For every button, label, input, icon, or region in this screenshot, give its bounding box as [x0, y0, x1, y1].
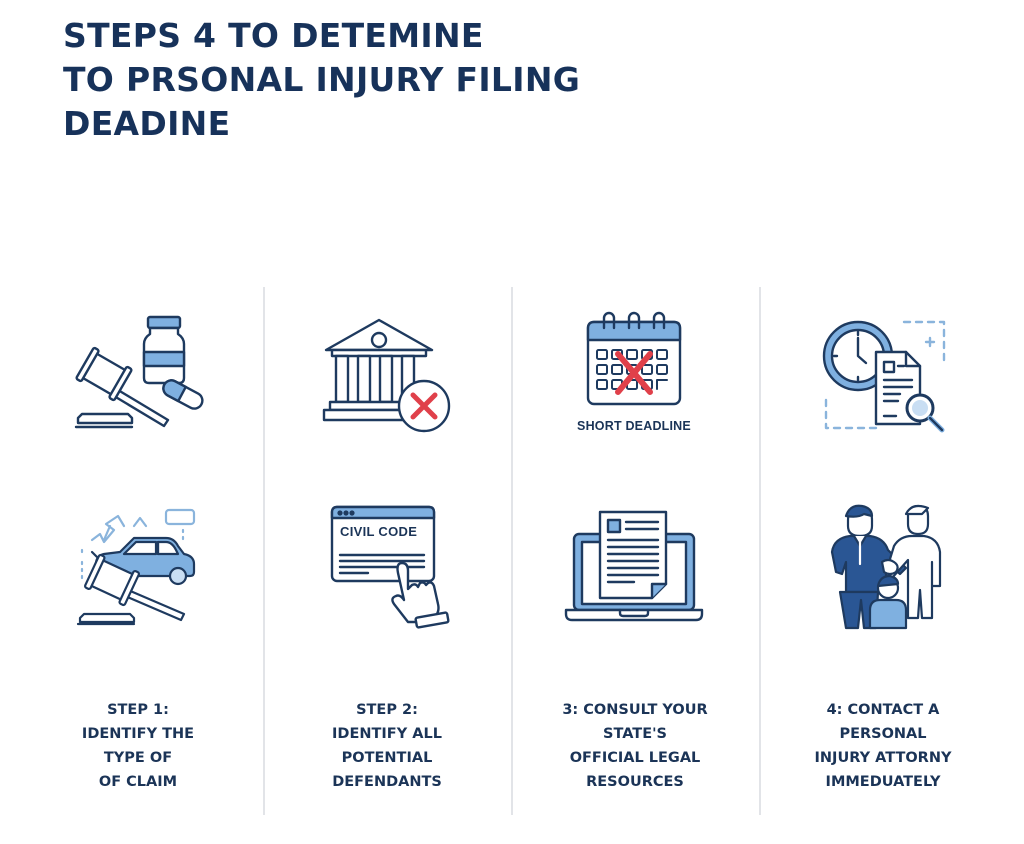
column-divider-2: [511, 287, 513, 815]
column-divider-1: [263, 287, 265, 815]
title-line-3: DEADINE: [63, 104, 231, 143]
step-1-label: STEP 1: IDENTIFY THE TYPE OF OF CLAIM: [81, 702, 195, 790]
civil-code-browser-click-icon: CIVIL CODE: [328, 503, 458, 633]
civil-code-text: CIVIL CODE: [340, 524, 418, 539]
gavel-medicine-bottle-icon: [70, 312, 210, 437]
attorney-handshake-client-icon: [824, 502, 948, 630]
step-4-label: 4: CONTACT A PERSONAL INJURY ATTORNY IMM…: [814, 702, 952, 790]
short-deadline-caption: SHORT DEADLINE: [577, 419, 691, 433]
courthouse-rejected-icon: [322, 316, 456, 436]
calendar-crossed-icon: [584, 311, 684, 408]
column-divider-3: [759, 287, 761, 815]
title-line-1: STEPS 4 TO DETEMINE: [63, 16, 484, 55]
step-3-label: 3: CONSULT YOUR STATE'S OFFICIAL LEGAL R…: [562, 702, 708, 790]
step-2-label: STEP 2: IDENTIFY ALL POTENTIAL DEFENDANT…: [332, 702, 442, 790]
gavel-car-accident-icon: [74, 500, 204, 630]
title-line-2: TO PRSONAL INJURY FILING: [63, 60, 581, 99]
clock-document-search-icon: [820, 316, 952, 436]
page-title: STEPS 4 TO DETEMINE TO PRSONAL INJURY FI…: [63, 14, 580, 146]
laptop-document-icon: [564, 508, 704, 626]
